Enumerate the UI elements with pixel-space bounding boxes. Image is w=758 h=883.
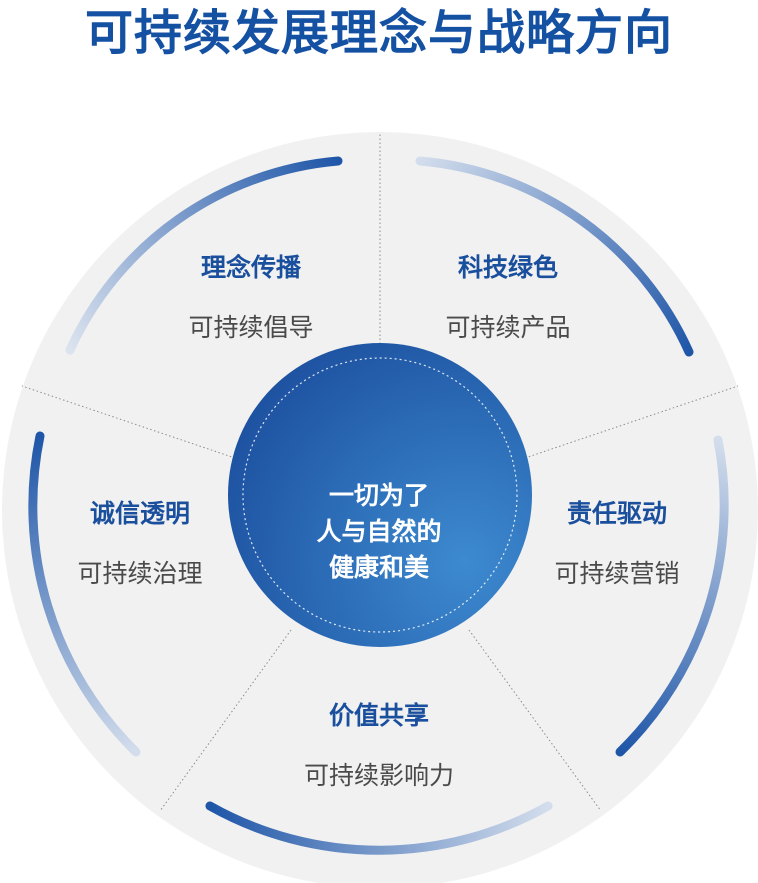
center-line: 人与自然的 [316, 517, 442, 546]
divider-right [524, 385, 739, 459]
sector-subtitle: 可持续影响力 [303, 761, 454, 790]
center-inner-dashed-ring [242, 357, 518, 633]
divider-bottom-left [159, 629, 292, 812]
sector-title: 诚信透明 [89, 499, 190, 528]
sector-title: 理念传播 [200, 253, 301, 282]
arc-left [28, 431, 141, 757]
page-title: 可持续发展理念与战略方向 [84, 5, 673, 61]
sector-subtitle: 可持续治理 [77, 559, 203, 588]
center-slogan: 一切为了 人与自然的 健康和美 [279, 478, 479, 586]
sector-value-sharing: 价值共享 可持续影响力 [269, 700, 489, 792]
sector-arcs [28, 156, 729, 855]
arc-bottom [205, 801, 553, 855]
sector-title: 价值共享 [328, 701, 429, 730]
divider-bottom-right [468, 629, 602, 812]
center-line: 一切为了 [328, 481, 429, 510]
sector-subtitle: 可持续营销 [554, 559, 680, 588]
center-line: 健康和美 [328, 553, 429, 582]
arc-top-right [415, 156, 694, 357]
arc-top-left [65, 156, 343, 355]
sector-subtitle: 可持续产品 [445, 313, 571, 342]
sector-green-tech: 科技绿色 可持续产品 [398, 252, 618, 344]
sector-integrity-transparency: 诚信透明 可持续治理 [30, 498, 250, 590]
sector-title: 科技绿色 [457, 253, 558, 282]
center-circle [228, 343, 532, 647]
sector-responsibility-driven: 责任驱动 可持续营销 [507, 498, 727, 590]
sector-dividers [21, 132, 739, 812]
sector-title: 责任驱动 [566, 499, 667, 528]
divider-left [21, 385, 236, 459]
arc-right [615, 435, 729, 757]
sector-concept-spread: 理念传播 可持续倡导 [141, 252, 361, 344]
sector-subtitle: 可持续倡导 [188, 313, 314, 342]
